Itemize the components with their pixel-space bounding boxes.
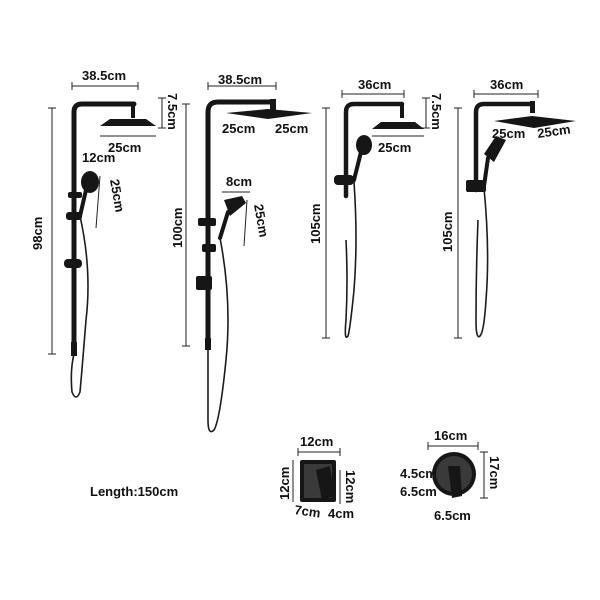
valve-handle-label: 4cm [328, 506, 354, 521]
square-valve-handle [316, 466, 334, 500]
valve-depth-label: 7cm [294, 502, 322, 520]
handle-top-label: 4.5cm [400, 466, 437, 481]
head-width-label: 25cm [492, 126, 525, 141]
handle-bottom-label: 6.5cm [400, 484, 437, 499]
head-connector [270, 99, 276, 111]
holder-bracket [334, 175, 354, 185]
head-depth-label: 25cm [536, 121, 571, 140]
arm-width-label: 36cm [358, 77, 391, 92]
valve-diameter-label: 16cm [434, 428, 467, 443]
total-height-label: 100cm [170, 208, 185, 248]
head-diameter-label: 25cm [378, 140, 411, 155]
head-connector [530, 101, 535, 113]
holder-bracket [68, 192, 82, 198]
head-height-label: 7.5cm [165, 93, 180, 130]
square-valve: 12cm 12cm 12cm 7cm 4cm [277, 434, 358, 521]
riser-pipe [343, 101, 405, 199]
head-connector [131, 104, 135, 118]
arm-width-label: 36cm [490, 77, 523, 92]
round-valve-handle [448, 466, 462, 498]
diverter-knob [66, 212, 82, 220]
hose-outlet [71, 342, 77, 356]
handheld-length-dimension-line [95, 175, 101, 229]
product-round-head-shower-system: 38.5cm 7.5cm 25cm 98cm 12cm 25cm [30, 68, 180, 398]
hose-length-label: Length:150cm [90, 484, 178, 499]
head-diameter-label: 25cm [108, 140, 141, 155]
total-height-label: 105cm [308, 204, 323, 244]
head-width-label: 25cm [222, 121, 255, 136]
product-square-head-shower-system: 38.5cm 25cm 25cm 100cm 8cm 25cm [170, 72, 312, 433]
hose [344, 181, 357, 339]
holder-bracket [198, 218, 216, 226]
diverter-knob [202, 244, 216, 252]
handheld-handle [482, 156, 490, 188]
hose [207, 237, 229, 433]
handheld-handle [352, 150, 363, 182]
total-height-label: 105cm [440, 212, 455, 252]
handheld-length-label: 25cm [251, 203, 272, 238]
head-depth-label: 25cm [275, 121, 308, 136]
handheld-length-dimension-line [243, 199, 248, 247]
handheld-width-label: 12cm [82, 150, 115, 165]
handheld-length-label: 25cm [107, 178, 128, 213]
handheld-shower-head [81, 171, 99, 193]
handheld-shower-head [356, 135, 372, 155]
hose [475, 187, 489, 338]
head-height-label: 7.5cm [429, 93, 444, 130]
valve-height-label: 17cm [487, 456, 502, 489]
valve-height-right-label: 12cm [343, 470, 358, 503]
holder-bracket [466, 180, 486, 192]
hose [70, 215, 89, 398]
handheld-handle [78, 188, 88, 218]
riser-pipe [71, 101, 137, 353]
product-square-head-compact-system: 36cm 25cm 25cm 105cm [440, 77, 576, 339]
product-round-head-compact-system: 36cm 7.5cm 25cm 105cm [308, 77, 444, 339]
valve-base-label: 6.5cm [434, 508, 471, 523]
wall-bracket [196, 276, 212, 290]
arm-width-label: 38.5cm [82, 68, 126, 83]
head-connector [400, 104, 404, 118]
square-shower-head [226, 109, 312, 119]
handheld-shower-head [484, 136, 506, 162]
valve-width-label: 12cm [300, 434, 333, 449]
total-height-label: 98cm [30, 217, 45, 250]
hose-outlet [205, 338, 211, 350]
riser-pipe [205, 99, 275, 349]
arm-width-label: 38.5cm [218, 72, 262, 87]
valve-height-left-label: 12cm [277, 467, 292, 500]
round-valve: 16cm 17cm 4.5cm 6.5cm 6.5cm [400, 428, 502, 523]
square-shower-head [494, 116, 576, 128]
wall-bracket [64, 259, 82, 268]
round-shower-head [372, 122, 424, 129]
handheld-width-label: 8cm [226, 174, 252, 189]
round-shower-head [100, 119, 156, 126]
handheld-handle [218, 210, 230, 240]
riser-pipe [473, 101, 535, 193]
